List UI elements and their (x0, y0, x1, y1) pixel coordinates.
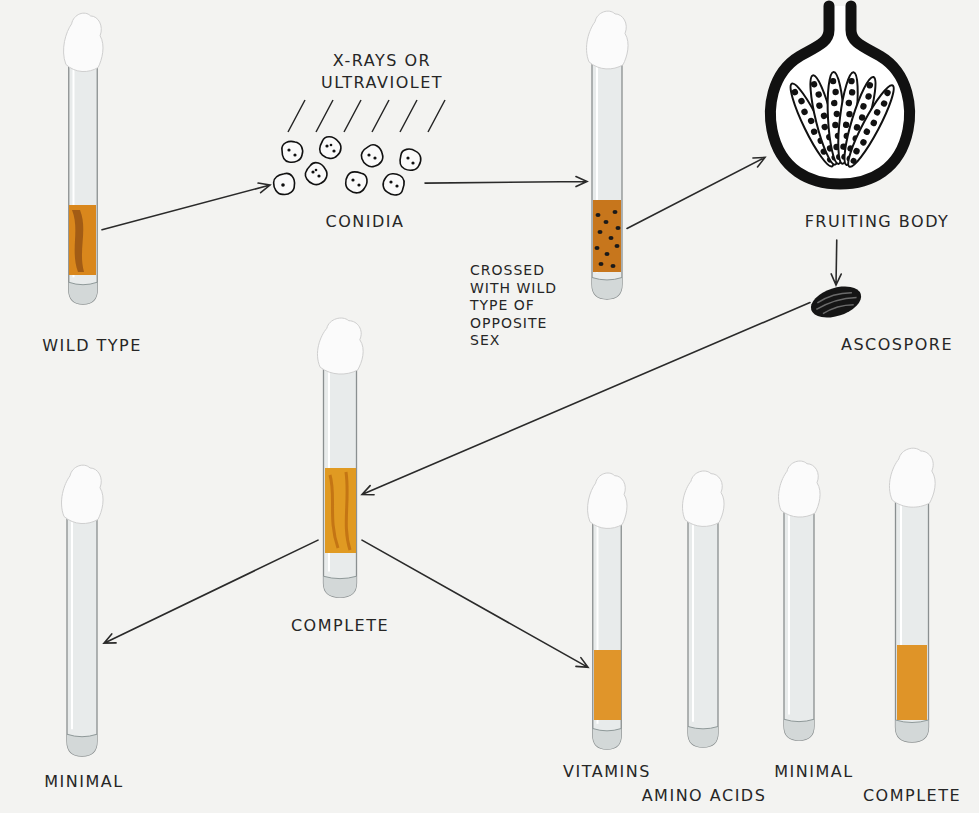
flow-arrow (362, 303, 810, 495)
arrow-line (362, 303, 810, 495)
ascospore: ASCOSPORE (810, 285, 862, 320)
arrow-line (104, 540, 318, 643)
conidia-group: CONIDIA (270, 135, 425, 200)
stage-label: CROSSED WITH WILD TYPE OF OPPOSITE SEX (470, 262, 570, 350)
flow-arrow (831, 240, 841, 285)
flow-arrow (104, 540, 318, 643)
flow-arrow (362, 540, 588, 667)
stage-label: COMPLETE (291, 616, 389, 635)
stage-label: MINIMAL (774, 762, 853, 781)
fruiting-body: FRUITING BODY (765, 4, 970, 240)
culture-tube: AMINO ACIDS (683, 468, 723, 750)
culture-tube: WILD TYPE (64, 10, 102, 307)
arrow-line (425, 177, 587, 187)
stage-label: MINIMAL (44, 772, 123, 791)
arrow-line (362, 540, 588, 667)
arrow-line (831, 240, 841, 285)
stage-label: ASCOSPORE (841, 335, 953, 354)
arrow-line (102, 183, 270, 230)
flow-arrow (102, 183, 270, 230)
stage-label: WILD TYPE (42, 336, 142, 355)
culture-tube: MINIMAL (779, 458, 819, 743)
culture-tube: COMPLETE (318, 315, 362, 600)
culture-tube: CROSSED WITH WILD TYPE OF OPPOSITE SEX (587, 8, 627, 302)
flow-arrow (425, 177, 587, 187)
culture-tube: COMPLETE (890, 445, 934, 745)
stage-label: AMINO ACIDS (642, 786, 767, 805)
stage-label: CONIDIA (326, 212, 405, 231)
culture-tube: VITAMINS (588, 470, 626, 752)
stage-label: FRUITING BODY (805, 212, 950, 231)
arrow-line (627, 157, 765, 228)
flow-arrow (627, 157, 765, 228)
culture-tube: MINIMAL (60, 462, 104, 759)
agent-label: X-RAYS OR ULTRAVIOLET (282, 50, 482, 93)
stage-label: VITAMINS (563, 762, 651, 781)
stage-label: COMPLETE (863, 786, 961, 805)
